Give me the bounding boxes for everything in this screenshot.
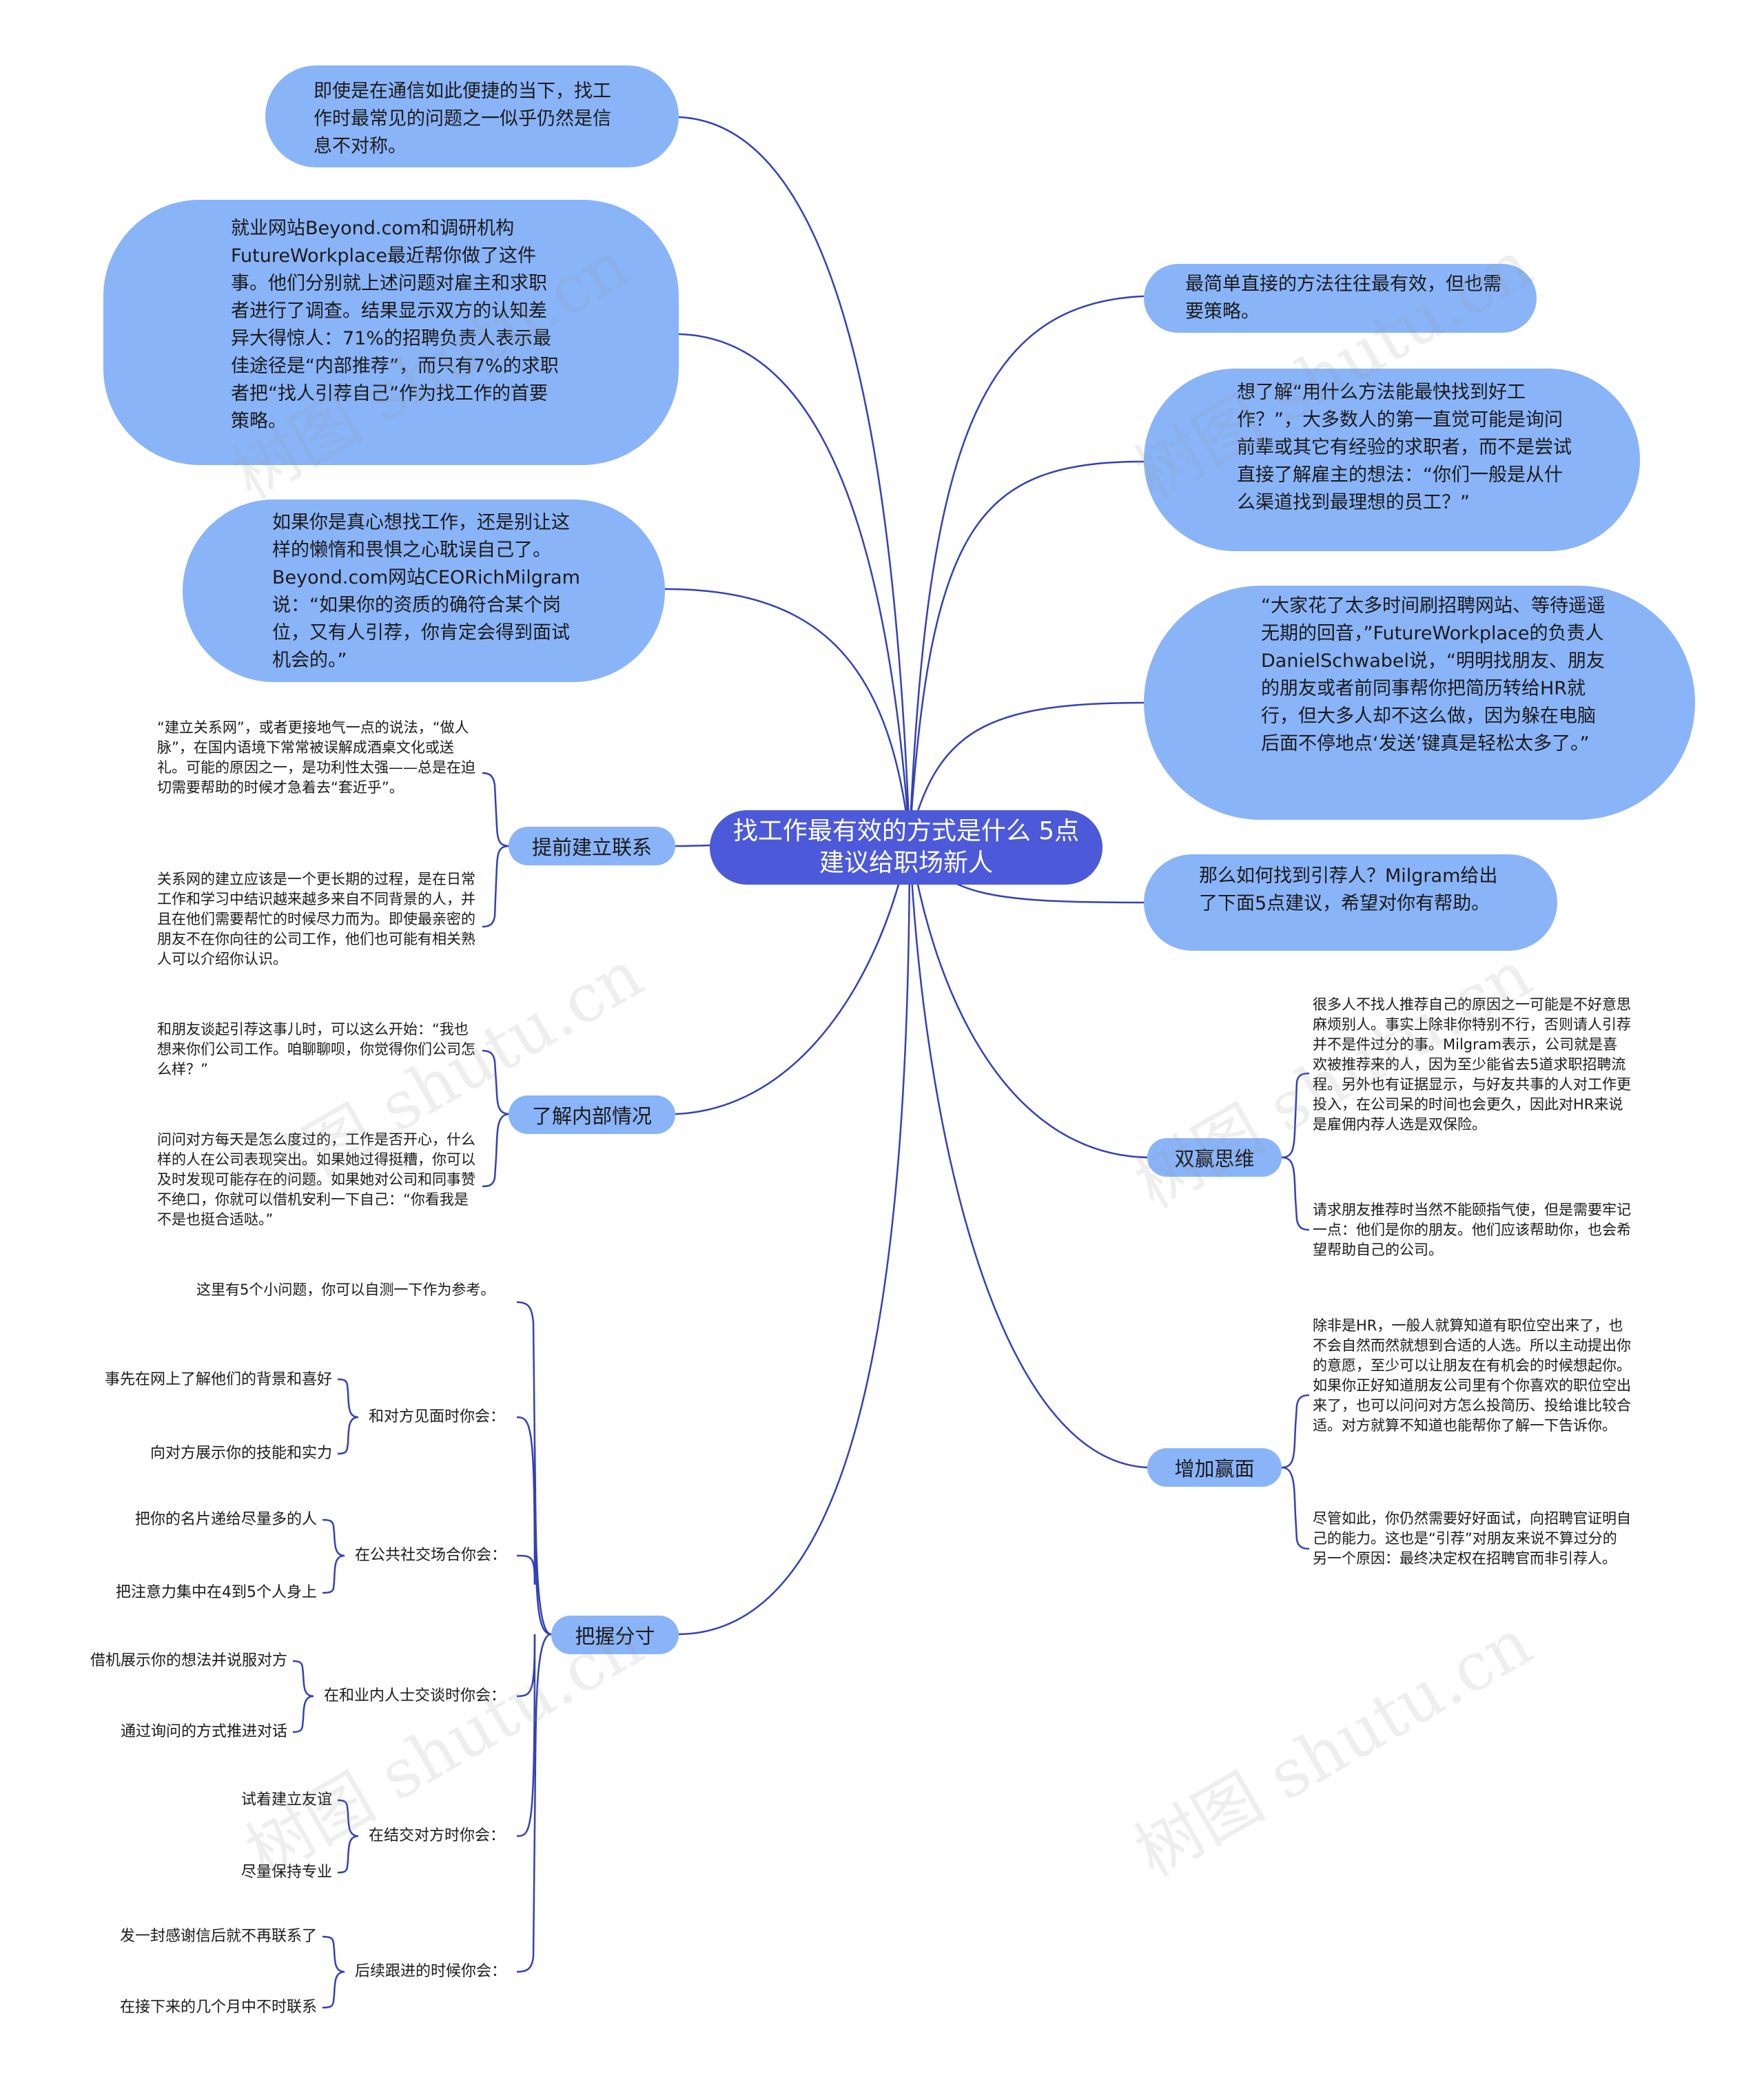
b2-note-2: 问问对方每天是怎么度过的，工作是否开心，什么样的人在公司表现突出。如果她过得挺糟… [157,1130,475,1230]
b3-group-3-item-2-text: 通过询问的方式推进对话 [120,1723,287,1740]
right-bubble-4-text: 那么如何找到引荐人？Milgram给出了下面5点建议，希望对你有帮助。 [1199,865,1498,914]
b3-group-1-item-2: 向对方展示你的技能和实力 [150,1443,332,1464]
branch-increase-odds-label: 增加赢面 [1174,1457,1255,1481]
right-bubble-1[interactable]: 最简单直接的方法往往最有效，但也需要策略。 [1144,264,1537,333]
branch-build-connections-label: 提前建立联系 [531,836,652,859]
branch-learn-inside[interactable]: 了解内部情况 [509,1095,675,1134]
b1-note-1-text: “建立关系网”，或者更接地气一点的说法，“做人脉”，在国内语境下常常被误解成酒桌… [157,719,475,796]
b3-intro: 这里有5个小问题，你可以自测一下作为参考。 [196,1280,513,1300]
b3-group-1-item-1-text: 事先在网上了解他们的背景和喜好 [104,1371,332,1388]
b5-note-2: 尽管如此，你仍然需要好好面试，向招聘官证明自己的能力。这也是“引荐”对朋友来说不… [1313,1509,1631,1569]
right-bubble-2-text: 想了解“用什么方法能最快找到好工作？”，大多数人的第一直觉可能是询问前辈或其它有… [1237,382,1572,513]
b3-group-2-label: 在公共社交场合你会： [355,1547,507,1564]
central-topic-text: 找工作最有效的方式是什么 5点建议给职场新人 [732,817,1080,877]
left-bubble-3-text: 如果你是真心想找工作，还是别让这样的懒惰和畏惧之心耽误自己了。Beyond.co… [272,512,580,671]
b3-group-2-item-2: 把注意力集中在4到5个人身上 [116,1583,317,1603]
b3-group-1-label: 和对方见面时你会： [369,1408,506,1425]
b3-group-3: 在和业内人士交谈时你会： [324,1686,506,1707]
b5-note-1: 除非是HR，一般人就算知道有职位空出来了，也不会自然而然就想到合适的人选。所以主… [1313,1316,1631,1436]
b3-group-4-item-1: 试着建立友谊 [241,1790,332,1811]
right-bubble-3[interactable]: “大家花了太多时间刷招聘网站、等待遥遥无期的回音，”FutureWorkplac… [1144,586,1695,820]
left-bubble-2[interactable]: 就业网站Beyond.com和调研机构FutureWorkplace最近帮你做了… [103,200,679,465]
branch-keep-balance-label: 把握分寸 [575,1625,655,1648]
b1-note-1: “建立关系网”，或者更接地气一点的说法，“做人脉”，在国内语境下常常被误解成酒桌… [157,718,475,798]
b3-group-3-label: 在和业内人士交谈时你会： [324,1687,506,1704]
left-bubble-1[interactable]: 即使是在通信如此便捷的当下，找工作时最常见的问题之一似乎仍然是信息不对称。 [265,65,679,167]
right-bubble-3-text: “大家花了太多时间刷招聘网站、等待遥遥无期的回音，”FutureWorkplac… [1261,595,1606,754]
b1-note-2-text: 关系网的建立应该是一个更长期的过程，是在日常工作和学习中结识越来越多来自不同背景… [157,871,475,967]
b5-note-1-text: 除非是HR，一般人就算知道有职位空出来了，也不会自然而然就想到合适的人选。所以主… [1313,1317,1631,1434]
b3-group-3-item-1-text: 借机展示你的想法并说服对方 [90,1652,287,1669]
branch-learn-inside-label: 了解内部情况 [531,1104,652,1128]
b3-group-4-item-2: 尽量保持专业 [241,1862,332,1883]
b5-note-2-text: 尽管如此，你仍然需要好好面试，向招聘官证明自己的能力。这也是“引荐”对朋友来说不… [1313,1510,1631,1567]
b3-group-3-item-1: 借机展示你的想法并说服对方 [90,1651,287,1671]
b3-group-2-item-1: 把你的名片递给尽量多的人 [135,1510,317,1530]
right-bubble-4[interactable]: 那么如何找到引荐人？Milgram给出了下面5点建议，希望对你有帮助。 [1144,854,1557,951]
left-bubble-1-text: 即使是在通信如此便捷的当下，找工作时最常见的问题之一似乎仍然是信息不对称。 [314,81,611,157]
b4-note-2-text: 请求朋友推荐时当然不能颐指气使，但是需要牢记一点：他们是你的朋友。他们应该帮助你… [1313,1202,1631,1258]
b4-note-2: 请求朋友推荐时当然不能颐指气使，但是需要牢记一点：他们是你的朋友。他们应该帮助你… [1313,1200,1631,1260]
b4-note-1-text: 很多人不找人推荐自己的原因之一可能是不好意思麻烦别人。事实上除非你特别不行，否则… [1313,996,1631,1133]
left-bubble-2-text: 就业网站Beyond.com和调研机构FutureWorkplace最近帮你做了… [231,218,559,432]
right-bubble-1-text: 最简单直接的方法往往最有效，但也需要策略。 [1185,274,1501,322]
branch-win-win-label: 双赢思维 [1174,1147,1255,1171]
b3-group-5-item-1-text: 发一封感谢信后就不再联系了 [119,1928,317,1945]
b3-group-5-item-2-text: 在接下来的几个月中不时联系 [119,1999,317,2016]
b3-group-5: 后续跟进的时候你会： [355,1961,506,1982]
b2-note-1-text: 和朋友谈起引荐这事儿时，可以这么开始：“我也想来你们公司工作。咱聊聊呗，你觉得你… [157,1021,475,1078]
branch-build-connections[interactable]: 提前建立联系 [509,827,675,865]
b3-group-2-item-1-text: 把你的名片递给尽量多的人 [134,1511,317,1528]
b3-intro-text: 这里有5个小问题，你可以自测一下作为参考。 [196,1281,495,1298]
b3-group-5-item-1: 发一封感谢信后就不再联系了 [120,1926,317,1947]
b2-note-1: 和朋友谈起引荐这事儿时，可以这么开始：“我也想来你们公司工作。咱聊聊呗，你觉得你… [157,1020,475,1080]
b3-group-1-item-2-text: 向对方展示你的技能和实力 [150,1445,332,1462]
b3-group-4: 在结交对方时你会： [369,1826,505,1846]
b3-group-4-item-2-text: 尽量保持专业 [240,1864,332,1881]
b3-group-5-item-2: 在接下来的几个月中不时联系 [120,1997,317,2018]
branch-increase-odds[interactable]: 增加赢面 [1147,1448,1282,1487]
b4-note-1: 很多人不找人推荐自己的原因之一可能是不好意思麻烦别人。事实上除非你特别不行，否则… [1313,995,1631,1135]
b3-group-4-label: 在结交对方时你会： [369,1827,506,1844]
right-bubble-2[interactable]: 想了解“用什么方法能最快找到好工作？”，大多数人的第一直觉可能是询问前辈或其它有… [1144,369,1640,551]
branch-keep-balance[interactable]: 把握分寸 [551,1616,679,1654]
b3-group-4-item-1-text: 试着建立友谊 [240,1791,332,1809]
b2-note-2-text: 问问对方每天是怎么度过的，工作是否开心，什么样的人在公司表现突出。如果她过得挺糟… [157,1131,475,1228]
left-bubble-3[interactable]: 如果你是真心想找工作，还是别让这样的懒惰和畏惧之心耽误自己了。Beyond.co… [183,499,665,682]
b1-note-2: 关系网的建立应该是一个更长期的过程，是在日常工作和学习中结识越来越多来自不同背景… [157,869,475,969]
b3-group-3-item-2: 通过询问的方式推进对话 [121,1722,287,1742]
central-topic[interactable]: 找工作最有效的方式是什么 5点建议给职场新人 [710,810,1102,885]
branch-win-win[interactable]: 双赢思维 [1147,1138,1282,1177]
b3-group-1: 和对方见面时你会： [369,1407,505,1428]
b3-group-2-item-2-text: 把注意力集中在4到5个人身上 [116,1584,317,1601]
b3-group-2: 在公共社交场合你会： [355,1545,506,1566]
b3-group-5-label: 后续跟进的时候你会： [355,1963,507,1980]
b3-group-1-item-1: 事先在网上了解他们的背景和喜好 [105,1370,332,1390]
